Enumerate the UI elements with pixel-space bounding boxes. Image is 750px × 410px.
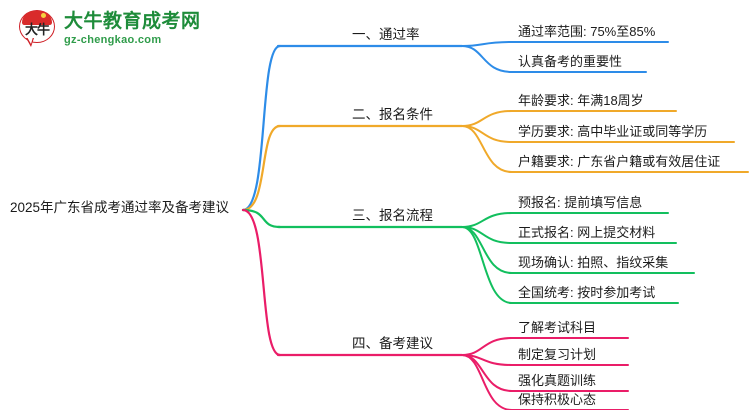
brand-url: gz-chengkao.com: [64, 34, 162, 46]
logo-mark-icon: 大牛: [18, 8, 58, 50]
branch-label-2[interactable]: 二、报名条件: [352, 107, 433, 122]
branch-connector-3: [241, 208, 464, 229]
site-logo: 大牛 大牛教育成考网 gz-chengkao.com: [18, 8, 201, 50]
branch-connector-1: [241, 44, 464, 212]
leaf-label-1-1[interactable]: 通过率范围: 75%至85%: [518, 24, 656, 39]
logo-text-block: 大牛教育成考网 gz-chengkao.com: [64, 12, 201, 46]
leaf-label-3-4[interactable]: 全国统考: 按时参加考试: [518, 285, 656, 300]
leaf-label-4-2[interactable]: 制定复习计划: [518, 347, 597, 362]
leaf-label-3-1[interactable]: 预报名: 提前填写信息: [518, 195, 643, 210]
branch-label-3[interactable]: 三、报名流程: [352, 208, 433, 223]
brand-name: 大牛教育成考网: [64, 11, 201, 32]
leaf-label-4-1[interactable]: 了解考试科目: [518, 320, 597, 335]
logo-bubble-tail-inner: [27, 37, 33, 44]
branch-connector-2: [241, 124, 464, 212]
leaf-connector-4-4: [461, 354, 629, 410]
leaf-connector-3-4: [461, 226, 679, 304]
logo-cap-dot: [41, 13, 46, 18]
logo-mark-text: 大牛: [24, 22, 50, 37]
leaf-connector-2-3: [461, 125, 749, 173]
mindmap-root-label[interactable]: 2025年广东省成考通过率及备考建议: [10, 200, 230, 215]
branch-label-4[interactable]: 四、备考建议: [352, 336, 433, 351]
branch-label-1[interactable]: 一、通过率: [352, 27, 420, 42]
leaf-label-2-1[interactable]: 年龄要求: 年满18周岁: [518, 93, 644, 108]
leaf-label-4-4[interactable]: 保持积极心态: [518, 392, 597, 407]
leaf-label-2-2[interactable]: 学历要求: 高中毕业证或同等学历: [518, 124, 708, 139]
leaf-connector-1-2: [461, 45, 647, 73]
leaf-label-3-2[interactable]: 正式报名: 网上提交材料: [518, 225, 656, 240]
leaf-label-1-2[interactable]: 认真备考的重要性: [518, 54, 623, 69]
leaf-label-3-3[interactable]: 现场确认: 拍照、指纹采集: [518, 255, 669, 270]
leaf-label-2-3[interactable]: 户籍要求: 广东省户籍或有效居住证: [518, 154, 721, 169]
branch-connector-4: [241, 208, 464, 357]
leaf-label-4-3[interactable]: 强化真题训练: [518, 373, 597, 388]
leaf-connector-1-1: [461, 41, 669, 47]
